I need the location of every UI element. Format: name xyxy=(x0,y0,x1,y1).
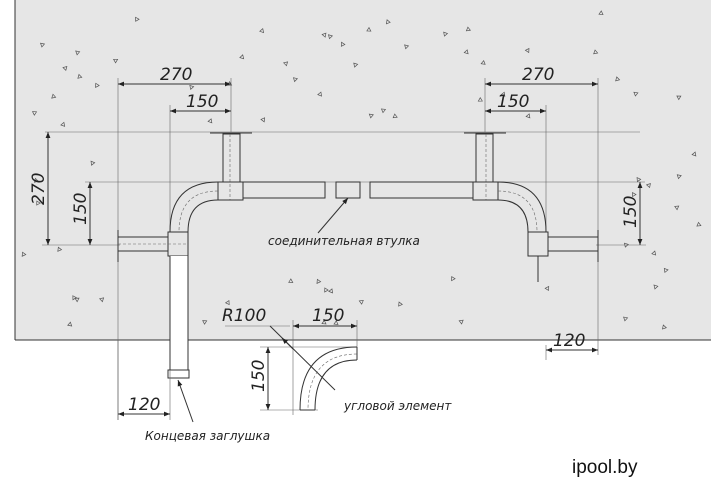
speckle xyxy=(72,295,78,301)
dim-right-bottom-120: 120 xyxy=(553,331,585,351)
speckle xyxy=(691,151,697,157)
dim-right-side-150: 150 xyxy=(621,196,641,228)
speckle xyxy=(328,288,333,294)
speckle xyxy=(663,267,669,273)
end-cap xyxy=(167,369,190,379)
speckle xyxy=(398,301,403,307)
dim-right-top-270: 270 xyxy=(522,65,554,85)
right-pipe-assembly xyxy=(369,78,646,360)
dim-left-side-270: 270 xyxy=(29,173,49,205)
dim-left-bottom-120: 120 xyxy=(128,395,160,415)
left-drop-pipe xyxy=(117,256,194,423)
elbow-detail xyxy=(225,320,358,415)
speckle xyxy=(31,111,38,116)
speckle xyxy=(67,321,73,327)
speckle xyxy=(480,59,486,65)
label-elbow: угловой элемент xyxy=(343,399,452,413)
concrete-wall xyxy=(15,0,711,340)
speckle xyxy=(36,200,41,206)
speckle xyxy=(33,177,39,183)
speckle xyxy=(623,316,629,322)
speckle xyxy=(696,221,702,227)
speckle xyxy=(598,10,604,15)
brand-watermark: ipool.by xyxy=(572,457,638,478)
dim-left-side-150: 150 xyxy=(71,193,91,225)
speckle xyxy=(385,19,391,25)
dim-left-top-150: 150 xyxy=(186,92,218,112)
speckle xyxy=(324,287,329,293)
speckle xyxy=(368,113,374,119)
speckle xyxy=(380,108,387,114)
dim-elbow-height: 150 xyxy=(249,360,269,392)
speckle xyxy=(207,118,213,124)
label-end-cap: Концевая заглушка xyxy=(145,429,270,443)
speckle xyxy=(353,62,359,68)
speckle xyxy=(544,285,550,292)
speckle xyxy=(21,251,27,257)
speckle xyxy=(593,49,599,55)
dim-elbow-width: 150 xyxy=(312,306,344,326)
speckle xyxy=(443,31,449,37)
speckle xyxy=(39,42,46,48)
speckle xyxy=(676,174,682,180)
speckle xyxy=(202,320,208,325)
speckle xyxy=(653,284,659,290)
speckle xyxy=(676,95,682,101)
speckle xyxy=(74,297,80,303)
speckle xyxy=(57,246,63,252)
speckle xyxy=(62,65,68,72)
speckle xyxy=(366,26,372,32)
speckle xyxy=(340,41,346,47)
speckle xyxy=(458,319,464,325)
dim-left-top-270: 270 xyxy=(160,65,192,85)
speckle xyxy=(465,26,471,32)
speckle xyxy=(259,27,265,34)
speckle xyxy=(674,205,680,211)
speckle xyxy=(135,16,140,22)
speckle xyxy=(60,121,66,127)
speckle xyxy=(451,276,456,282)
speckle xyxy=(636,177,642,183)
speckle xyxy=(317,91,322,97)
speckle xyxy=(95,82,100,88)
speckle xyxy=(90,160,96,166)
speckle xyxy=(99,297,105,303)
speckle xyxy=(283,61,289,67)
label-coupling: соединительная втулка xyxy=(268,234,420,248)
speckle xyxy=(463,49,469,55)
speckle xyxy=(239,54,245,60)
speckle xyxy=(615,76,621,82)
speckle xyxy=(328,34,334,40)
speckle xyxy=(632,191,637,198)
speckle xyxy=(224,299,230,306)
speckle xyxy=(77,73,83,79)
speckle xyxy=(321,32,327,38)
speckle xyxy=(316,278,322,284)
dim-elbow-radius: R100 xyxy=(222,306,266,326)
speckle xyxy=(75,50,81,56)
speckle xyxy=(633,91,639,97)
speckle xyxy=(113,58,119,64)
speckle xyxy=(645,182,651,189)
speckle xyxy=(358,300,364,305)
speckle xyxy=(392,113,398,119)
speckle xyxy=(288,278,294,283)
speckle xyxy=(404,44,410,50)
speckle xyxy=(477,96,483,102)
speckle xyxy=(525,113,531,119)
speckle xyxy=(662,324,667,330)
speckle xyxy=(51,93,57,99)
speckle xyxy=(524,47,530,54)
speckle xyxy=(500,91,506,97)
speckle xyxy=(260,117,266,123)
dim-right-top-150: 150 xyxy=(497,92,529,112)
speckle xyxy=(651,250,657,256)
speckle xyxy=(293,77,299,83)
